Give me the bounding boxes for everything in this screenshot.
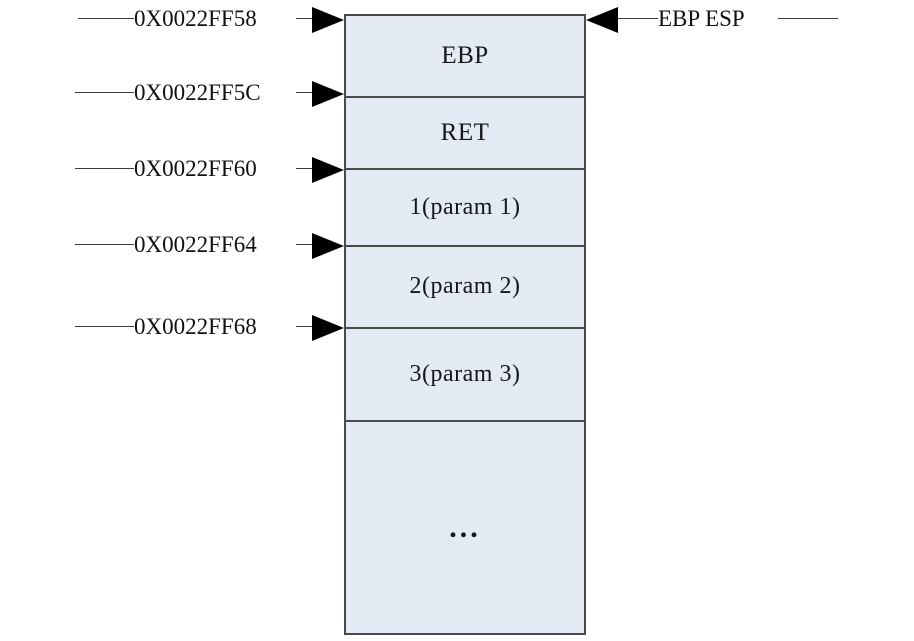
- address-0x0022ff58: 0X0022FF58: [134, 6, 257, 31]
- arrow-right-icon: [312, 7, 344, 33]
- address-pointer-row-3: 0X0022FF60: [0, 154, 344, 184]
- tail-line: [296, 326, 318, 327]
- arrow-right-icon: [312, 157, 344, 183]
- tail-line: [296, 168, 318, 169]
- cell-param-1: 1(param 1): [344, 168, 586, 245]
- address-pointer-row-4: 0X0022FF64: [0, 230, 344, 260]
- tail-line: [296, 92, 318, 93]
- cell-divider-5: [344, 420, 586, 422]
- cell-ebp-label: EBP: [441, 41, 489, 69]
- arrow-right-icon: [312, 81, 344, 107]
- cell-ellipsis-label: ...: [449, 510, 481, 544]
- address-0x0022ff68: 0X0022FF68: [134, 314, 257, 339]
- tail-line: [296, 18, 318, 19]
- address-0x0022ff64: 0X0022FF64: [134, 232, 257, 257]
- cell-param-1-label: 1(param 1): [409, 193, 521, 220]
- cell-param-2-label: 2(param 2): [409, 273, 521, 299]
- register-pointer-ebp-esp: EBP ESP: [658, 6, 745, 31]
- tail-line: [296, 244, 318, 245]
- cell-ellipsis: ...: [344, 420, 586, 635]
- address-0x0022ff60: 0X0022FF60: [134, 156, 257, 181]
- leader-line: [618, 18, 658, 19]
- leader-line: [78, 18, 134, 19]
- cell-divider-1: [344, 96, 586, 98]
- register-pointer-row: EBP ESP: [586, 4, 914, 34]
- cell-ebp: EBP: [344, 14, 586, 96]
- arrow-left-icon: [586, 7, 618, 33]
- cell-ret-label: RET: [440, 118, 490, 146]
- leader-line: [75, 244, 134, 245]
- leader-line: [75, 168, 134, 169]
- cell-ret: RET: [344, 96, 586, 168]
- leader-line: [75, 92, 134, 93]
- address-0x0022ff5c: 0X0022FF5C: [134, 80, 261, 105]
- address-pointer-row-2: 0X0022FF5C: [0, 78, 344, 108]
- cell-param-3: 3(param 3): [344, 327, 586, 420]
- cell-divider-4: [344, 327, 586, 329]
- arrow-right-icon: [312, 315, 344, 341]
- cell-divider-2: [344, 168, 586, 170]
- address-pointer-row-5: 0X0022FF68: [0, 312, 344, 342]
- cell-param-2: 2(param 2): [344, 245, 586, 327]
- arrow-right-icon: [312, 233, 344, 259]
- address-pointer-row-1: 0X0022FF58: [0, 4, 344, 34]
- stack-frame-box: [344, 14, 586, 635]
- tail-line: [778, 18, 838, 19]
- cell-divider-3: [344, 245, 586, 247]
- leader-line: [75, 326, 134, 327]
- cell-param-3-label: 3(param 3): [409, 360, 521, 387]
